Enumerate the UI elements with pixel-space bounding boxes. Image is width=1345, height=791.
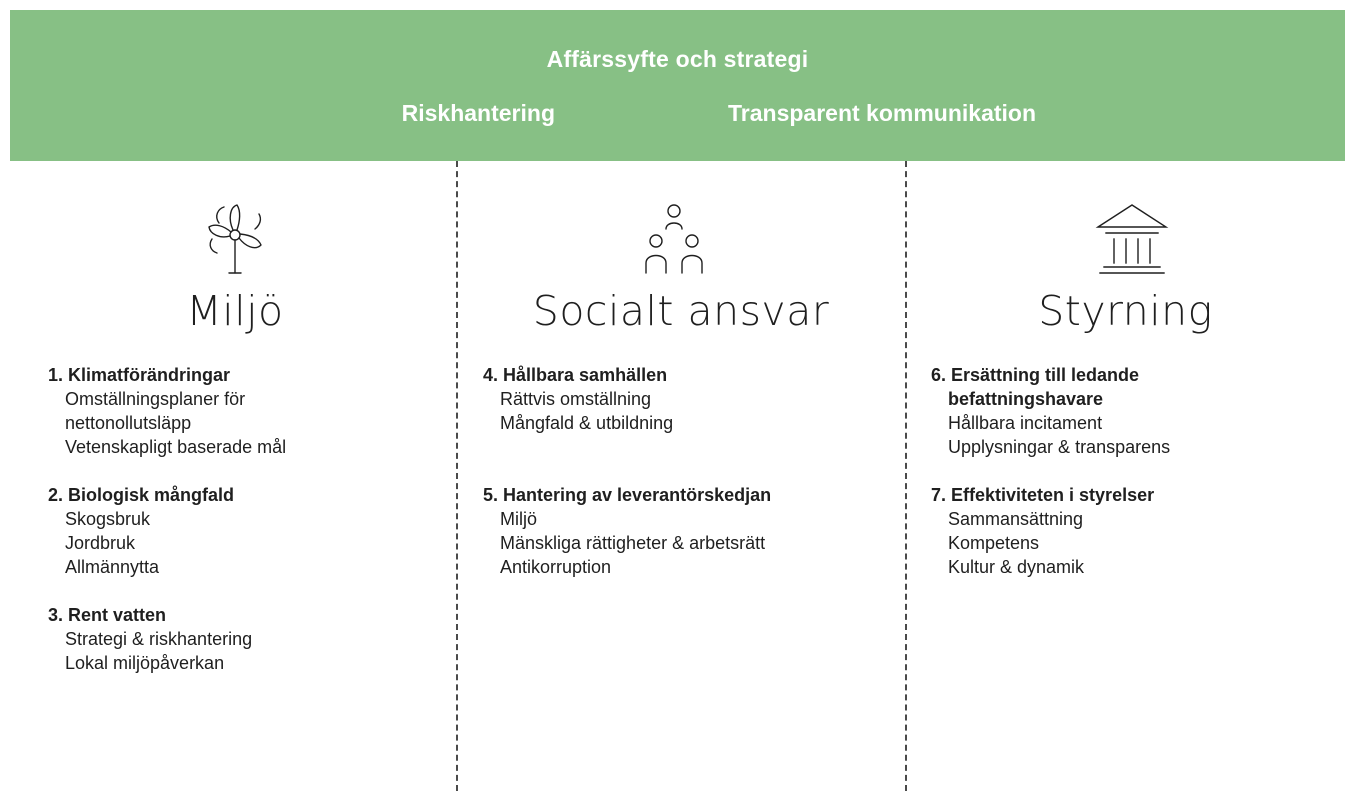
topic-item: Lokal miljöpåverkan [65,653,225,673]
topic-item: Vetenskapligt baserade mål [65,437,287,457]
topic-list-environment: 1. Klimatförändringar Omställningsplaner… [48,363,286,675]
banner-right-label: Transparent kommunikation [728,100,1037,126]
topic-list-social: 4. Hållbara samhällen Rättvis omställnin… [483,363,771,579]
banner-title: Affärssyfte och strategi [546,46,809,72]
topic-item: Rättvis omställning [500,389,652,409]
topic-item: Upplysningar & transparens [948,437,1171,457]
topic-item: Jordbruk [65,533,136,553]
topic-item: nettonollutsläpp [65,413,192,433]
topic-sustainable-communities: 4. Hållbara samhällen Rättvis omställnin… [483,363,771,435]
topic-climate: 1. Klimatförändringar Omställningsplaner… [48,363,286,459]
topic-title-continued: befattningshavare [948,389,1104,409]
topic-item: Strategi & riskhantering [65,629,253,649]
topic-title: 1. Klimatförändringar [48,365,231,385]
column-divider-right [905,161,907,791]
topic-item: Kompetens [948,533,1040,553]
topic-title: 3. Rent vatten [48,605,167,625]
topic-board-effectiveness: 7. Effektiviteten i styrelser Sammansätt… [931,483,1170,579]
column-heading-governance: Styrning [1038,287,1213,335]
topic-title: 5. Hantering av leverantörskedjan [483,485,772,505]
topic-executive-compensation: 6. Ersättning till ledande befattningsha… [931,363,1170,459]
topic-biodiversity: 2. Biologisk mångfald Skogsbruk Jordbruk… [48,483,286,579]
topic-item: Hållbara incitament [948,413,1103,433]
wind-turbine-icon [200,199,270,277]
topic-item: Mångfald & utbildning [500,413,674,433]
topic-item: Allmännytta [65,557,160,577]
topic-title: 2. Biologisk mångfald [48,485,235,505]
topic-item: Sammansättning [948,509,1084,529]
institution-building-icon [1092,199,1172,277]
topic-clean-water: 3. Rent vatten Strategi & riskhantering … [48,603,286,675]
strategy-banner: Affärssyfte och strategi Riskhantering T… [10,10,1345,161]
topic-item: Skogsbruk [65,509,151,529]
topic-item: Kultur & dynamik [948,557,1085,577]
topic-item: Omställningsplaner för [65,389,246,409]
column-divider-left [456,161,458,791]
topic-title: 4. Hållbara samhällen [483,365,668,385]
topic-item: Miljö [500,509,538,529]
topic-title: 7. Effektiviteten i styrelser [931,485,1155,505]
column-heading-environment: Miljö [186,287,284,335]
column-heading-social: Socialt ansvar [532,287,830,335]
topic-title: 6. Ersättning till ledande [931,365,1140,385]
topic-item: Mänskliga rättigheter & arbetsrätt [500,533,766,553]
topic-list-governance: 6. Ersättning till ledande befattningsha… [931,363,1170,579]
topic-supply-chain: 5. Hantering av leverantörskedjan Miljö … [483,483,771,579]
topic-item: Antikorruption [500,557,612,577]
people-group-icon [642,199,706,277]
banner-left-label: Riskhantering [401,100,555,126]
